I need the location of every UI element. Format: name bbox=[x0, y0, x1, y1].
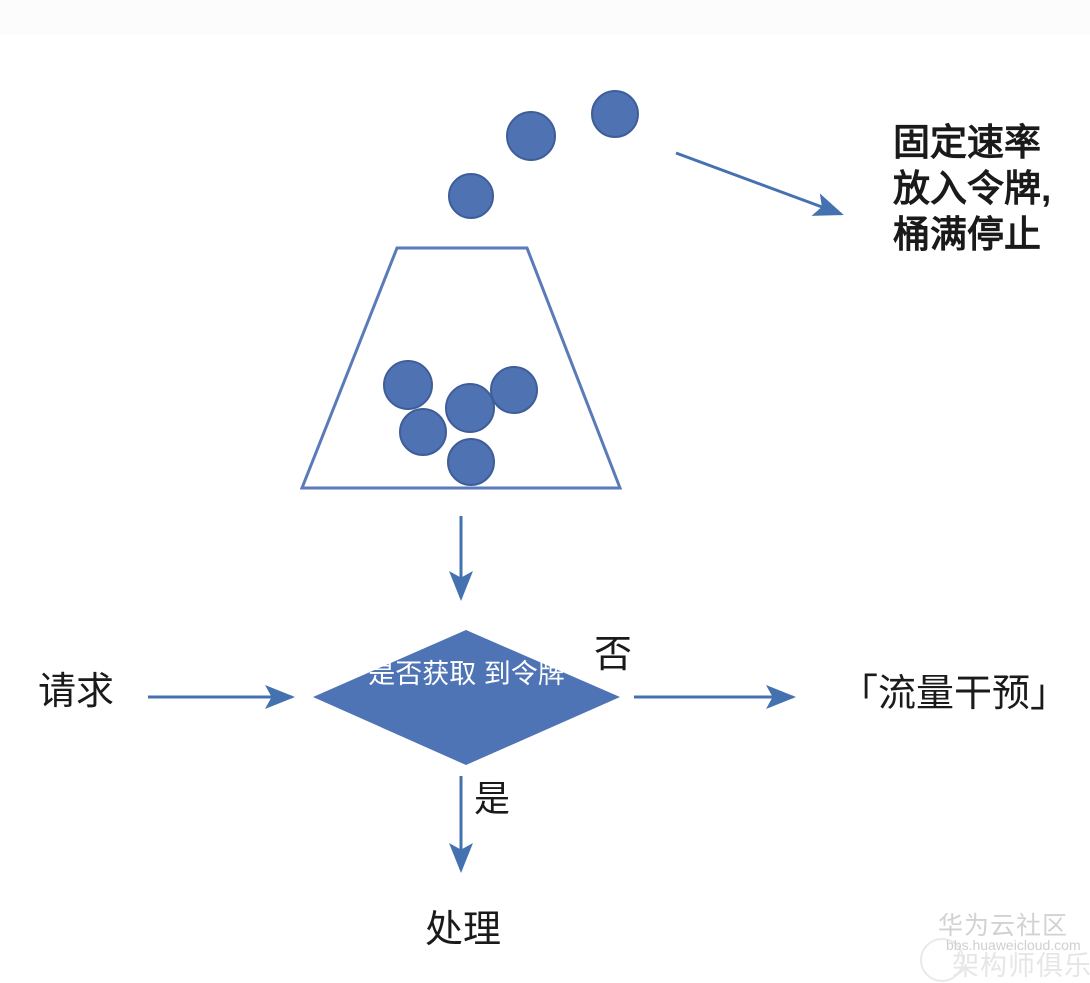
process-label: 处理 bbox=[425, 909, 502, 951]
falling-token bbox=[506, 111, 556, 161]
bucket-token bbox=[383, 360, 433, 410]
top-band bbox=[0, 0, 1090, 34]
watermark-title: 华为云社区 bbox=[938, 912, 1069, 940]
decision-diamond bbox=[313, 630, 620, 765]
bucket-token bbox=[399, 408, 447, 456]
yes-branch-label: 是 bbox=[474, 778, 511, 819]
request-label: 请求 bbox=[38, 671, 115, 713]
rate-note-text: 固定速率 放入令牌, 桶满停止 bbox=[893, 122, 1052, 255]
token-bucket-shape bbox=[299, 246, 623, 490]
falling-token bbox=[448, 173, 494, 219]
no-branch-label: 否 bbox=[594, 634, 633, 676]
bucket-token bbox=[447, 438, 495, 486]
bucket-token bbox=[490, 366, 538, 414]
decision-label: 是否获取 到令牌 bbox=[368, 659, 565, 689]
watermark-subtitle: 架构师俱乐 bbox=[952, 951, 1090, 981]
traffic-intervention-label: 「流量干预」 bbox=[840, 673, 1069, 715]
bucket-token bbox=[445, 383, 495, 433]
rate-note-arrow bbox=[675, 151, 844, 216]
falling-token bbox=[591, 90, 639, 138]
watermark-url: bbs.huaweicloud.com bbox=[946, 937, 1081, 953]
